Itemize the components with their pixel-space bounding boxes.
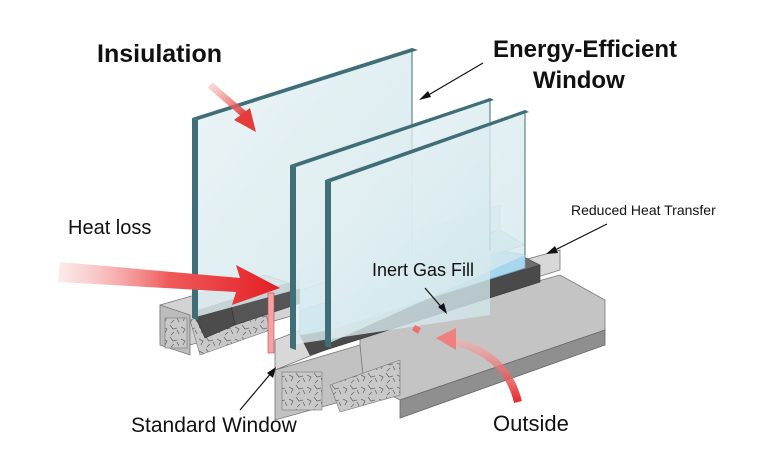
- pointer-energy-efficient: [419, 62, 484, 100]
- label-outside: Outside: [493, 411, 569, 436]
- label-insulation: Insiulation: [97, 40, 222, 68]
- label-inert-gas-fill: Inert Gas Fill: [372, 260, 475, 280]
- small-heat-marker: [412, 325, 421, 334]
- heat-leak-strip: [267, 292, 275, 354]
- pointer-standard-window: [239, 367, 276, 411]
- pointer-inert-gas: [424, 287, 447, 314]
- label-heat-loss: Heat loss: [68, 217, 152, 239]
- label-standard-window: Standard Window: [131, 414, 297, 437]
- insulation-arrow: [207, 82, 256, 132]
- label-energy-efficient-line1: Energy-Efficient: [493, 36, 678, 63]
- outside-arrow: [436, 328, 522, 404]
- pointer-reduced-heat: [546, 223, 608, 254]
- glass-pane-3: [325, 110, 529, 348]
- label-energy-efficient-line2: Window: [533, 67, 625, 94]
- heat-loss-arrow: [58, 262, 280, 305]
- label-reduced-heat-transfer: Reduced Heat Transfer: [571, 202, 716, 218]
